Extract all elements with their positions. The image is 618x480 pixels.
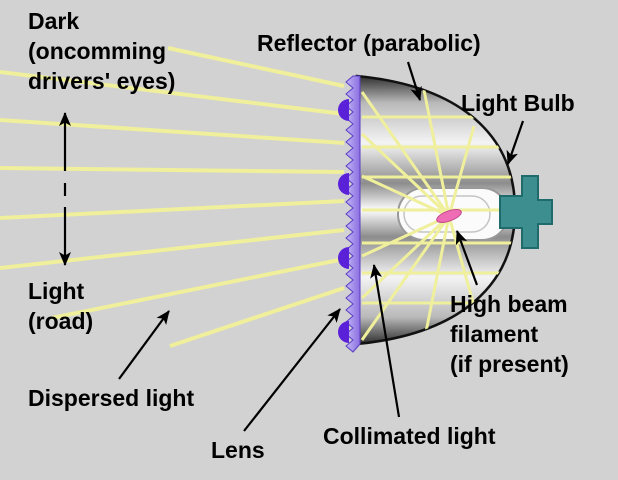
dispersed-light-arrow <box>118 310 170 380</box>
light-ray <box>51 257 345 320</box>
lens-arrow <box>243 308 341 432</box>
light-ray <box>361 174 450 218</box>
dispersed-light-label: Dispersed light <box>28 385 195 411</box>
light-ray <box>422 89 451 217</box>
lens-bump <box>338 173 349 195</box>
annotation-arrows <box>59 61 525 432</box>
collimated-light-arrow <box>370 264 401 418</box>
light-ray <box>0 166 345 174</box>
light-ray <box>360 91 451 217</box>
light-ray <box>0 118 345 145</box>
light-bulb-arrow <box>506 120 525 165</box>
collimated-light-label: Collimated light <box>323 423 496 449</box>
filament-arrow <box>455 230 479 286</box>
light-ray <box>447 125 476 217</box>
dispersed-rays <box>0 46 345 348</box>
reflector-label: Reflector (parabolic) <box>257 30 481 56</box>
light-ray <box>0 70 345 116</box>
lens-bumps <box>338 99 349 343</box>
light-bulb-label: Light Bulb <box>461 90 575 116</box>
light-ray <box>361 214 450 258</box>
dark-label: Dark (oncomming drivers' eyes) <box>28 8 176 94</box>
light-ray <box>422 215 451 343</box>
bulb-base <box>499 175 553 249</box>
light-ray <box>167 46 345 88</box>
light-road-label: Light (road) <box>28 278 94 334</box>
light-ray <box>169 286 345 348</box>
light-ray <box>360 132 451 218</box>
lens-bump <box>338 247 349 269</box>
filament <box>436 209 462 223</box>
high-beam-filament-label: High beam filament (if present) <box>450 291 569 377</box>
light-ray <box>360 215 451 341</box>
light-ray <box>0 199 345 220</box>
light-ray <box>447 215 476 307</box>
lens-label: Lens <box>211 437 265 463</box>
reflector-arrow <box>406 61 422 101</box>
lens-bump <box>338 99 349 121</box>
light-ray <box>0 228 345 270</box>
lens-bump <box>338 321 349 343</box>
